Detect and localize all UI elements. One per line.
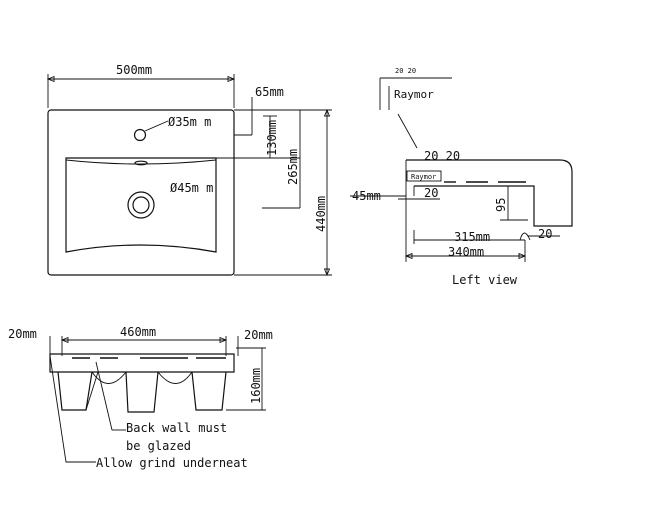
tap-hole-label: Ø35m m [168,115,211,129]
height-dimension: 160mm [249,368,263,404]
brand-stamp-box [406,170,442,182]
tap-hole-icon [133,128,147,142]
bowl-outline [65,157,217,253]
note-grind: Allow grind underneat [96,456,248,470]
detail-2020: 20 20 [424,149,460,163]
tap-offset-dimension: 65mm [255,85,284,99]
left-view: 20 20 Raymor Raymor 20 20 45mm 20 95 315… [350,67,573,287]
front-bowl-middle [125,371,159,413]
note-back-wall-2: be glazed [126,439,191,453]
brand-stamp: Raymor [411,173,436,181]
inner-width-dimension: 460mm [120,325,156,339]
brand-top: Raymor [394,88,434,101]
front-bowl-left [57,371,93,411]
note-back-wall-1: Back wall must [126,421,227,435]
depth-dimension: 440mm [314,196,328,232]
dim-20-left: 20 [424,186,438,200]
dim-95: 95 [494,198,508,212]
detail-2020-top: 20 20 [395,67,416,75]
dim-265: 265mm [286,149,300,185]
front-view: 20mm 20mm 460mm 160mm Back wall must [8,325,273,470]
waste-inner-icon [132,196,150,214]
dim-315: 315mm [454,230,490,244]
left-view-title: Left view [452,273,518,287]
top-view: Ø35m m Ø45m m 500mm 65mm 130mm 265mm [46,63,332,277]
left-view-outline [406,159,573,227]
front-top-slab [49,353,235,373]
dim-20-right: 20 [538,227,552,241]
dim-130: 130mm [265,120,279,156]
right-margin-dimension: 20mm [244,328,273,342]
dim-340: 340mm [448,245,484,259]
waste-outer-icon [127,191,155,219]
overflow-slot [134,160,148,166]
waste-label: Ø45m m [170,181,213,195]
width-dimension: 500mm [116,63,152,77]
bowl-inner-line [65,159,217,165]
left-margin-dimension: 20mm [8,327,37,341]
basin-outline [47,109,235,276]
front-bowl-right [191,371,227,411]
